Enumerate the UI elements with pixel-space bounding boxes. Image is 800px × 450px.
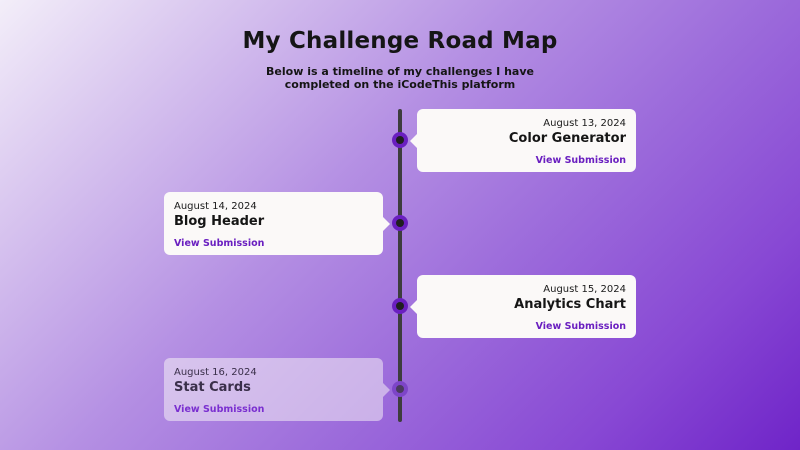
- card-date: August 15, 2024: [543, 284, 626, 295]
- card-date: August 13, 2024: [543, 118, 626, 129]
- card-title: Analytics Chart: [514, 297, 626, 312]
- card-title: Blog Header: [174, 214, 265, 229]
- timeline-dot: [392, 132, 408, 148]
- timeline-dot: [392, 381, 408, 397]
- timeline-dot: [392, 215, 408, 231]
- timeline-card: August 14, 2024 Blog Header View Submiss…: [164, 192, 390, 255]
- page-subtitle: Below is a timeline of my challenges I h…: [266, 65, 534, 91]
- timeline-line: [398, 109, 402, 422]
- view-submission-link[interactable]: View Submission: [535, 155, 626, 166]
- card-date: August 16, 2024: [174, 367, 257, 378]
- card-date: August 14, 2024: [174, 201, 257, 212]
- page-title: My Challenge Road Map: [242, 28, 558, 54]
- card-title: Stat Cards: [174, 380, 251, 395]
- timeline-dot: [392, 298, 408, 314]
- timeline-card: August 13, 2024 Color Generator View Sub…: [410, 109, 636, 172]
- view-submission-link[interactable]: View Submission: [174, 238, 265, 249]
- view-submission-link[interactable]: View Submission: [174, 404, 265, 415]
- card-title: Color Generator: [508, 131, 626, 146]
- timeline-card: August 15, 2024 Analytics Chart View Sub…: [410, 275, 636, 338]
- view-submission-link[interactable]: View Submission: [535, 321, 626, 332]
- timeline-card: August 16, 2024 Stat Cards View Submissi…: [164, 358, 390, 421]
